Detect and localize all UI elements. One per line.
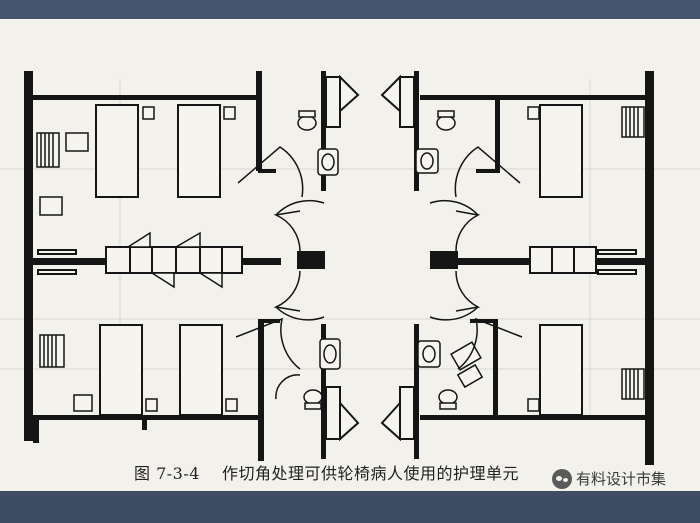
wall-stub-right	[430, 251, 458, 269]
hatched-furniture	[36, 106, 645, 400]
wechat-icon	[552, 468, 572, 489]
bed	[99, 324, 143, 416]
bed	[177, 104, 221, 198]
beds	[95, 104, 583, 416]
wall-bath-left-top-v2	[321, 71, 326, 191]
entrance-doors	[325, 74, 415, 442]
wall-top-right	[420, 95, 654, 100]
wall-bath-left-bot-v	[258, 319, 264, 461]
wall-bath-right-top-v2	[495, 99, 500, 171]
wall-bottom-left	[24, 415, 264, 420]
wall-bath-left-bot-v2	[321, 324, 326, 459]
wardrobe-doors	[125, 231, 223, 289]
wall-bath-right-top-v	[414, 71, 419, 191]
wall-outer-right	[645, 71, 654, 465]
wall-bottom-right	[420, 415, 654, 420]
door-swings	[235, 146, 523, 400]
bed	[179, 324, 223, 416]
wall-bath-left-top-v	[256, 71, 262, 171]
figure-title: 作切角处理可供轮椅病人使用的护理单元	[221, 464, 519, 483]
wall-outer-left	[24, 71, 33, 441]
wall-bath-right-bot-v2	[493, 323, 498, 419]
watermark-text: 有料设计市集	[576, 470, 667, 488]
bottom-frame-band	[0, 491, 700, 523]
watermark: 有料设计市集	[552, 468, 666, 489]
wardrobes-middle	[37, 246, 637, 275]
floor-plan-drawing	[0, 71, 700, 465]
toilets	[297, 110, 458, 410]
bed	[539, 104, 583, 198]
figure-number: 图 7-3-4	[134, 464, 200, 483]
wall-bath-right-bot-v	[414, 324, 419, 459]
sinks	[317, 148, 441, 370]
wall-stub-left	[297, 251, 325, 269]
figure-caption: 图 7-3-4 作切角处理可供轮椅病人使用的护理单元	[134, 460, 519, 484]
top-frame-band	[0, 0, 700, 19]
wall-top-left	[24, 95, 256, 100]
bedside-cabinets	[73, 106, 540, 412]
bed	[95, 104, 139, 198]
bed	[539, 324, 583, 416]
scanned-page: 图 7-3-4 作切角处理可供轮椅病人使用的护理单元 有料设计市集	[0, 19, 700, 491]
